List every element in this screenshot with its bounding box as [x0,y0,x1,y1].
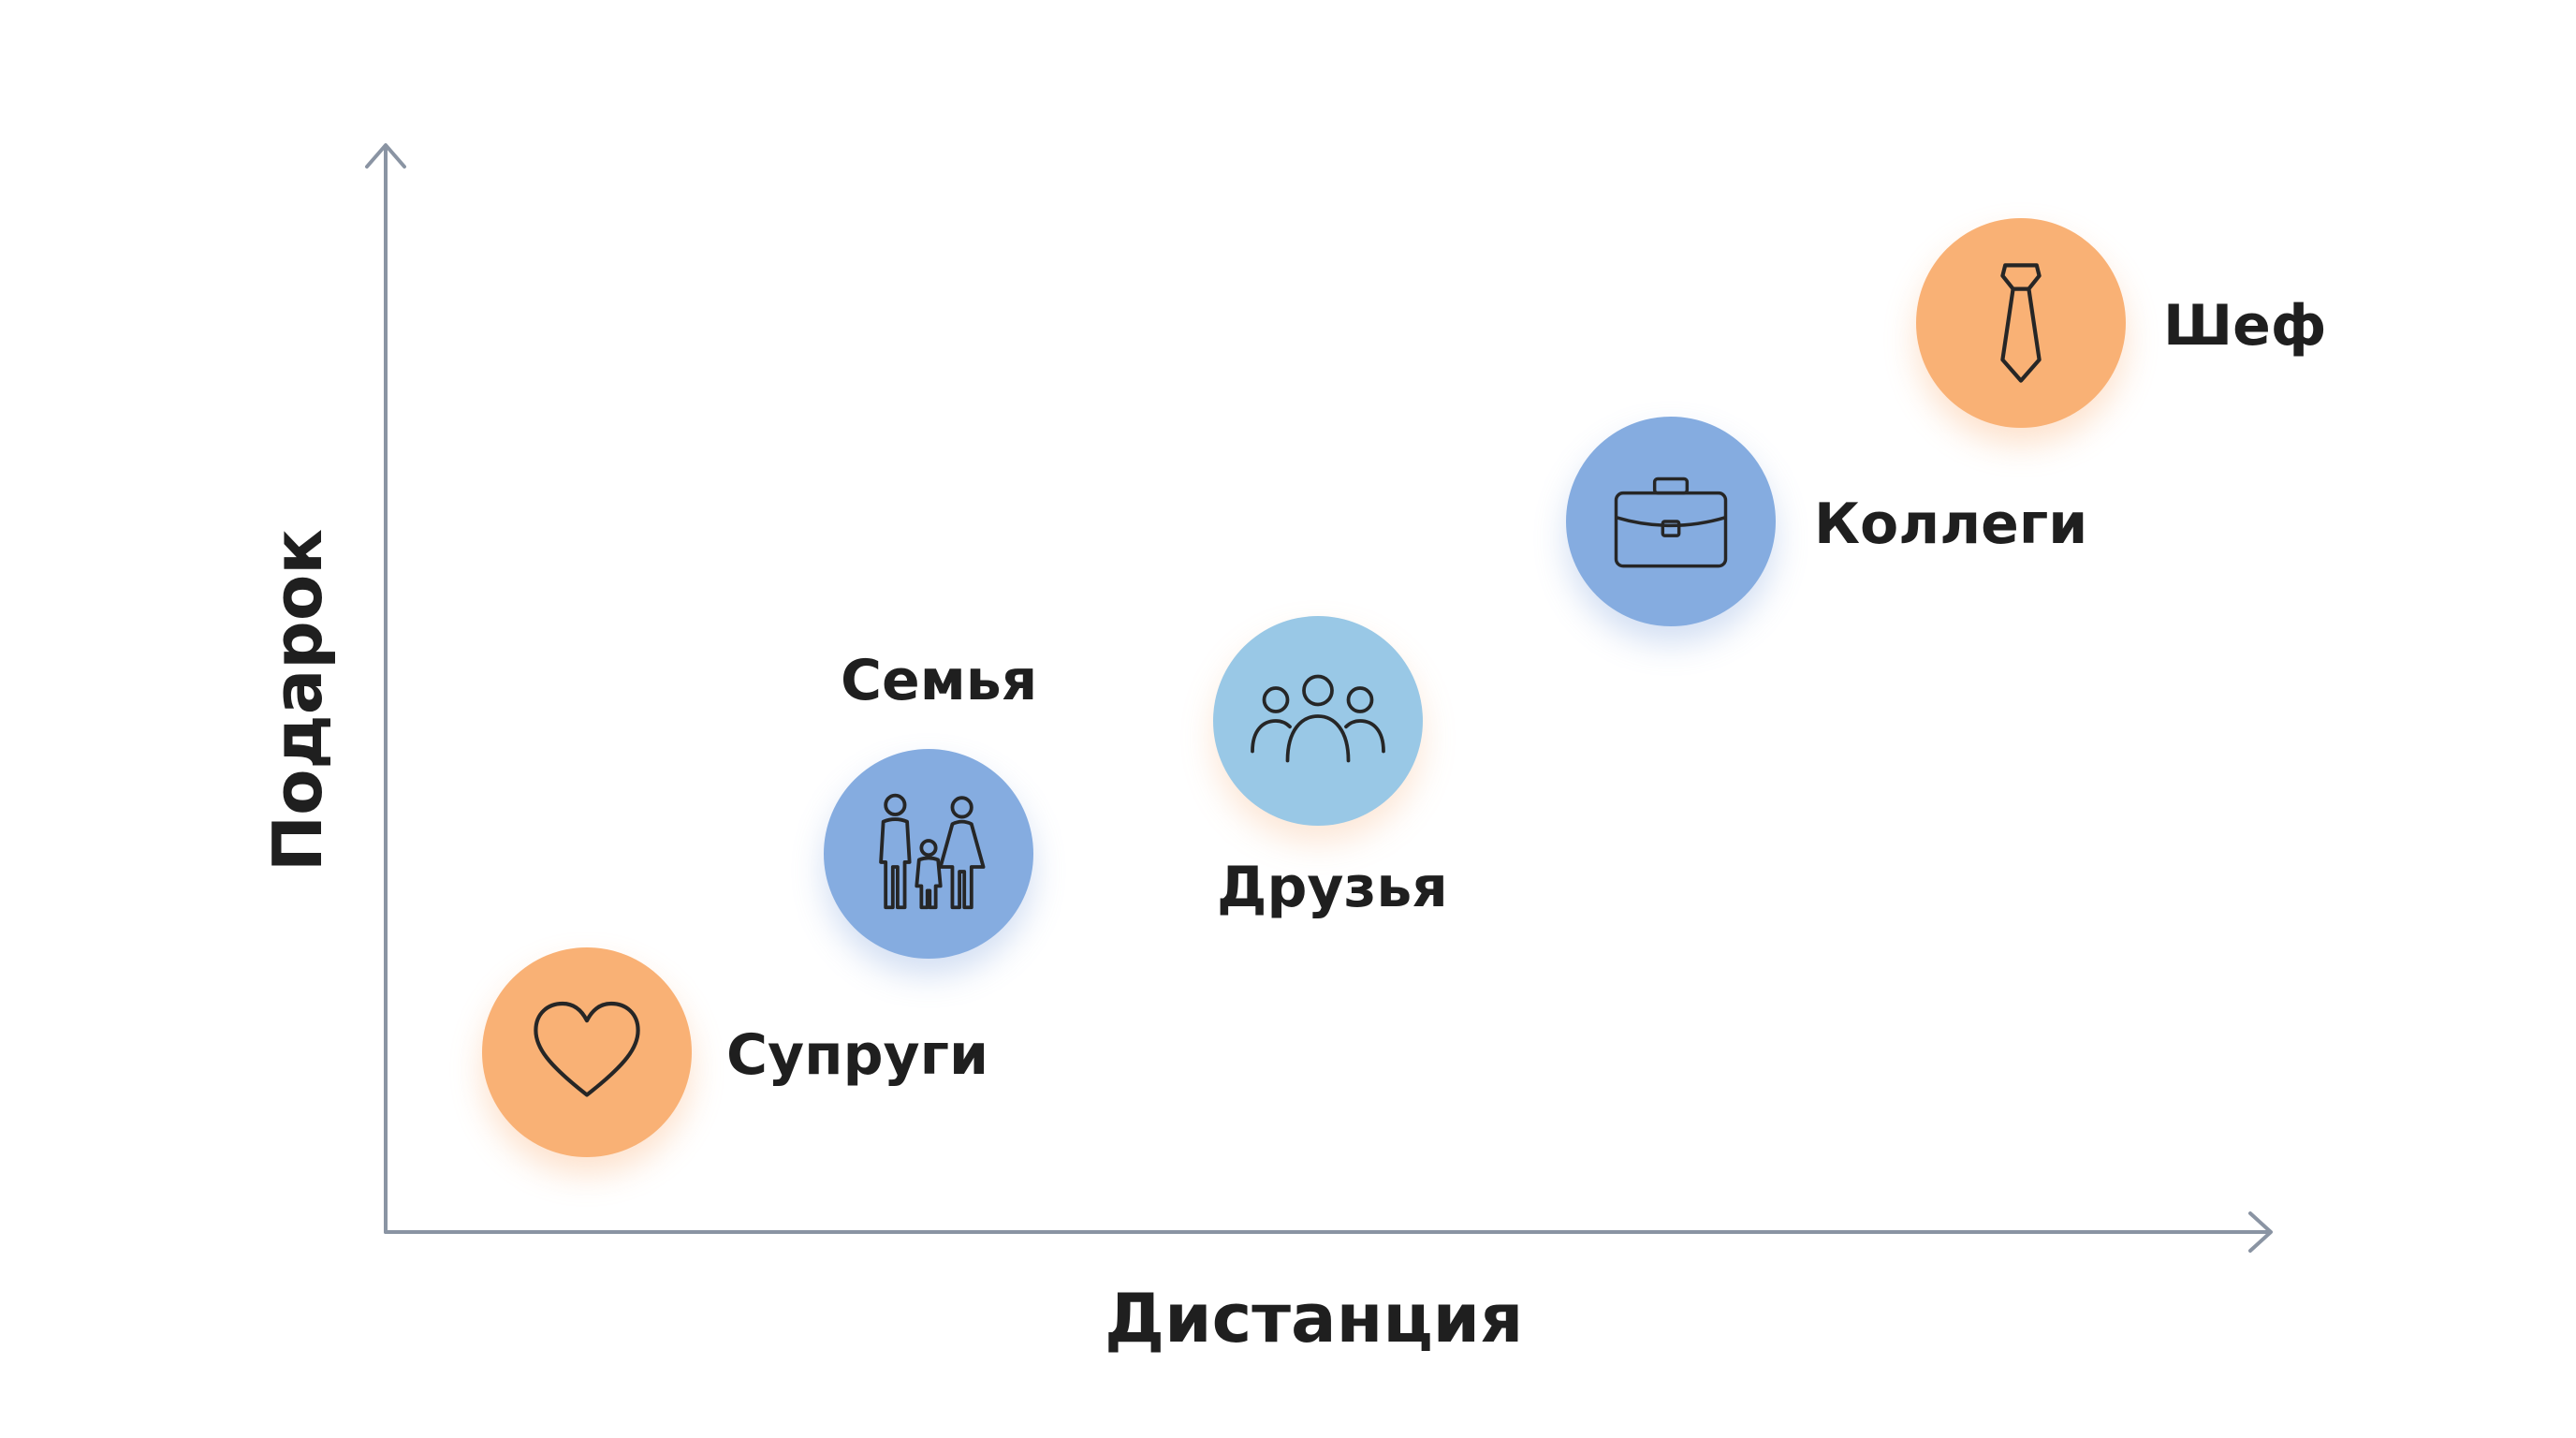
x-axis-arrow [2248,1211,2273,1253]
friends-group-icon [1251,674,1385,763]
y-axis-arrow [365,143,406,169]
node-label-spouses: Супруги [726,1022,989,1088]
node-label-boss: Шеф [2163,293,2327,359]
family-icon [879,793,986,910]
node-label-colleagues: Коллеги [1814,492,2088,557]
node-boss [1916,218,2126,428]
node-friends [1213,616,1423,826]
node-spouses [482,947,692,1157]
necktie-icon [2000,263,2042,383]
y-axis-label: Подарок [258,528,337,873]
node-colleagues [1566,417,1776,626]
briefcase-icon [1614,477,1728,568]
node-family [824,749,1033,959]
node-label-family: Семья [841,648,1038,713]
x-axis-label: Дистанция [1105,1279,1524,1357]
heart-icon [534,1001,640,1097]
node-label-friends: Друзья [1217,855,1448,920]
